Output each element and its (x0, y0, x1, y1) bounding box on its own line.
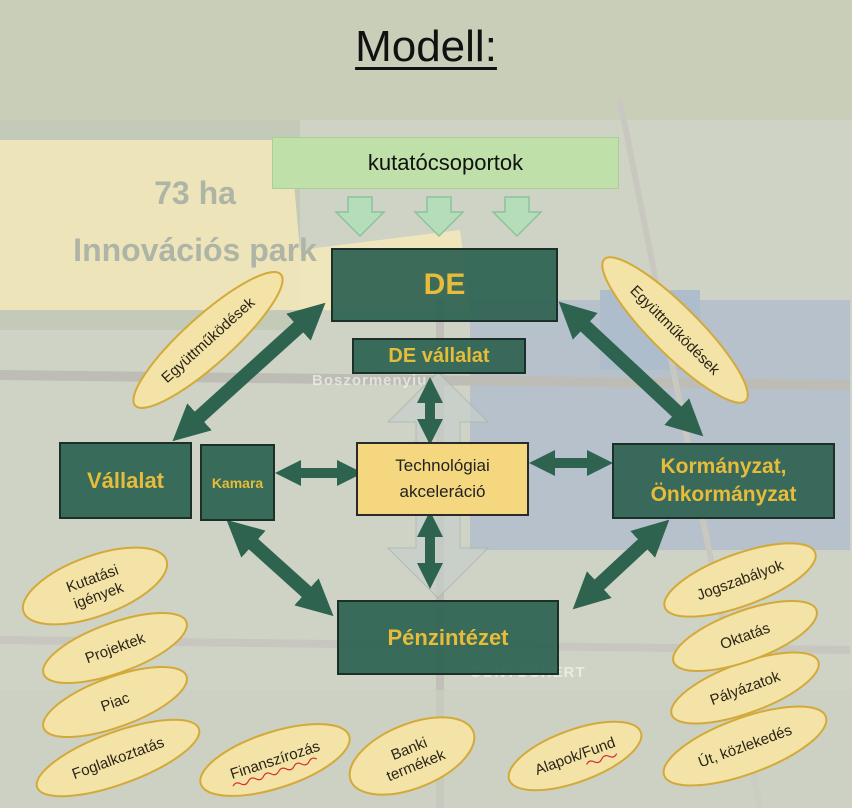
de-company-box: DE vállalat (352, 338, 526, 374)
chamber-box: Kamara (200, 444, 275, 521)
government-box: Kormányzat, Önkormányzat (612, 443, 835, 519)
finance-label: Pénzintézet (387, 624, 509, 650)
oval-bank-products: Banki termékek (348, 716, 476, 796)
de-company-label: DE vállalat (388, 344, 490, 367)
down-arrow-2 (413, 196, 465, 238)
company-label: Vállalat (86, 467, 165, 493)
research-groups-label: kutatócsoportok (367, 150, 524, 175)
oval-cooperation-left: Együttműködések (132, 271, 284, 409)
arrow-de-company (172, 302, 326, 442)
research-groups-box: kutatócsoportok (272, 137, 619, 189)
spellcheck-underline (232, 757, 318, 787)
oval-cooperation-right: Együttműködések (601, 256, 749, 404)
park-name-label: Innovációs park (73, 232, 317, 268)
company-box: Vállalat (59, 442, 192, 519)
oval-education: Oktatás (672, 599, 818, 673)
page-title: Modell: (355, 22, 497, 71)
de-box: DE (331, 248, 558, 322)
oval-projects: Projektek (42, 611, 188, 685)
oval-market: Piac (42, 665, 188, 739)
oval-laws: Jogszabályok (663, 542, 817, 618)
government-line1: Kormányzat, (660, 455, 787, 478)
chamber-label: Kamara (211, 474, 264, 491)
finance-box: Pénzintézet (337, 600, 559, 675)
park-size-label: 73 ha (154, 175, 236, 211)
oval-funds: Alapok/Fund (507, 720, 643, 792)
de-label: DE (423, 268, 466, 301)
oval-tenders: Pályázatok (670, 651, 820, 725)
map-street-label: Boszormenyiu (312, 372, 428, 389)
tech-acceleration-line1: Technológiai (395, 456, 490, 475)
arrow-de-gov (558, 301, 704, 437)
tech-acceleration-box: Technológiai akceleráció (356, 442, 529, 516)
spellcheck-underline (586, 753, 618, 765)
oval-financing: Finanszírozás (199, 723, 351, 797)
down-arrow-3 (491, 196, 543, 238)
oval-road-transport: Út, közlekedés (662, 705, 828, 787)
arrow-company-finance (226, 519, 334, 617)
tech-acceleration-line2: akceleráció (399, 482, 486, 501)
arrow-gov-finance (572, 519, 670, 610)
down-arrow-1 (334, 196, 386, 238)
oval-research-needs: Kutatási igények (21, 546, 169, 626)
government-line2: Önkormányzat (650, 483, 797, 506)
